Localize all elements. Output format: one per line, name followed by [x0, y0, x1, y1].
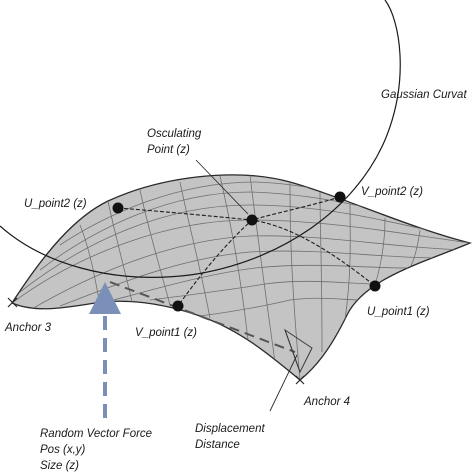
- label-anchor4: Anchor 4: [303, 396, 350, 408]
- control-point-marker: [334, 191, 346, 203]
- label-osculating: Osculating: [147, 128, 202, 140]
- control-point-marker: [246, 214, 258, 226]
- label-random-vector-force: Random Vector Force: [40, 428, 152, 440]
- label-size: Size (z): [40, 460, 79, 472]
- label-u-point2: U_point2 (z): [24, 198, 87, 210]
- control-point-marker: [172, 300, 184, 312]
- label-distance: Distance: [195, 439, 240, 451]
- displacement-triangle: [284, 328, 313, 374]
- leader-lines: [195, 159, 298, 412]
- label-osculating-point: Point (z): [147, 144, 190, 156]
- displacement-dashed-line: [109, 281, 296, 353]
- surface-grid: [12, 174, 470, 380]
- label-u-point1: U_point1 (z): [367, 306, 430, 318]
- control-point-marker: [112, 202, 124, 214]
- label-v-point2: V_point2 (z): [361, 186, 423, 198]
- control-point-marker: [369, 280, 381, 292]
- anchor-cross-marker: [295, 375, 305, 385]
- label-displacement: Displacement: [195, 423, 265, 435]
- label-anchor3: Anchor 3: [4, 322, 52, 334]
- label-pos: Pos (x,y): [40, 444, 86, 456]
- anchor-cross-marker: [7, 297, 18, 308]
- label-gaussian-curvature: Gaussian Curvat: [381, 89, 467, 101]
- gaussian-curvature-circle: [0, 0, 401, 278]
- label-v-point1: V_point1 (z): [135, 327, 197, 339]
